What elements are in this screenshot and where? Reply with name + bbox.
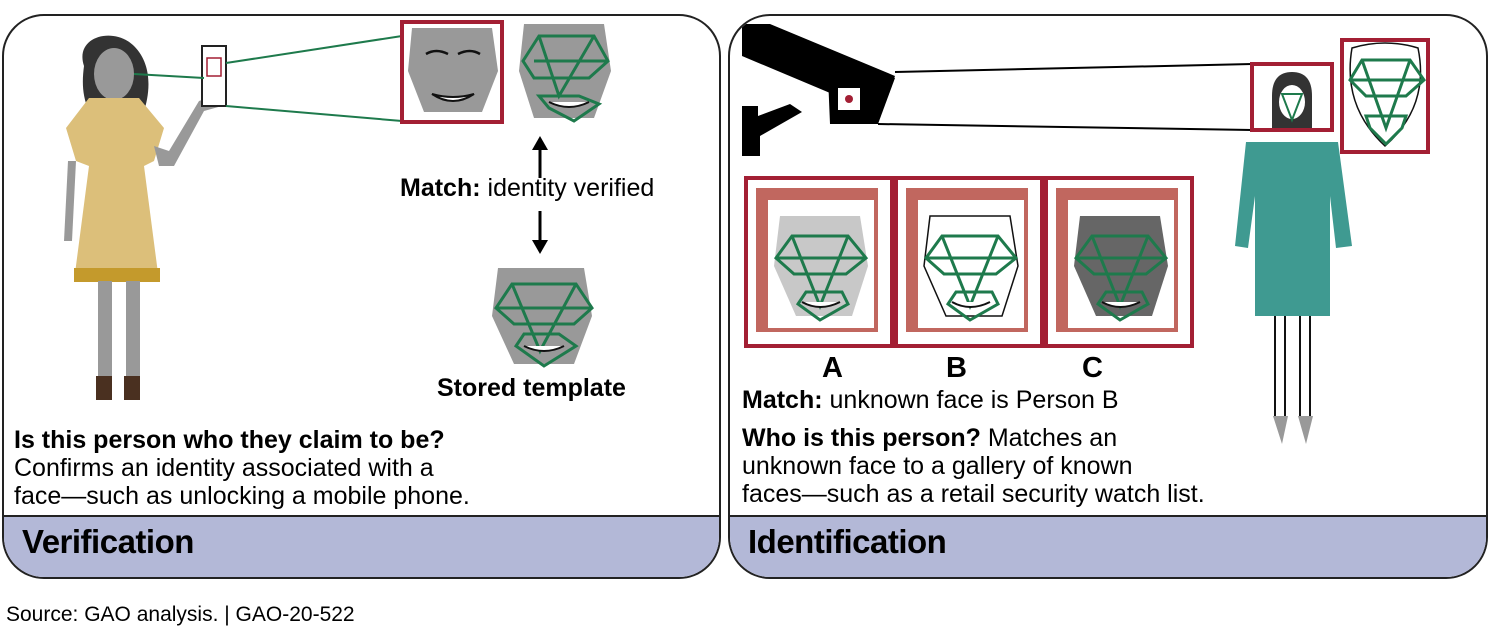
verification-question: Is this person who they claim to be? (14, 426, 445, 454)
captured-face-frame (400, 20, 504, 124)
identification-description-line2: unknown face to a gallery of known (742, 452, 1133, 480)
security-camera-icon (742, 24, 895, 156)
stored-template-label: Stored template (437, 374, 626, 402)
identification-question: Who is this person? (742, 424, 981, 452)
verification-illustration (64, 20, 611, 400)
woman-with-phone-illustration (64, 35, 227, 400)
verification-title: Verification (22, 523, 194, 560)
unknown-person-illustration (1235, 142, 1352, 444)
identification-title: Identification (748, 523, 947, 560)
gallery-item-a (744, 176, 894, 348)
captured-person-frame (1250, 62, 1334, 132)
gallery-label-b: B (946, 352, 967, 384)
match-arrows-icon (532, 136, 548, 254)
identification-match-text: Match: unknown face is Person B (742, 386, 1119, 414)
verification-description-line1: Confirms an identity associated with a (14, 454, 434, 482)
gallery-frames (744, 176, 1194, 348)
captured-face-closeup-frame (1340, 38, 1430, 154)
identification-description-line3: faces—such as a retail security watch li… (742, 480, 1205, 508)
gallery-item-c (1044, 176, 1194, 348)
gallery-label-a: A (822, 352, 843, 384)
verification-description-line2: face—such as unlocking a mobile phone. (14, 482, 470, 510)
landmark-face (519, 24, 611, 123)
identification-panel: A B C Match: unknown face is Person B Wh… (728, 14, 1488, 579)
verification-panel: Match: identity verified Stored template… (2, 14, 721, 579)
source-note: Source: GAO analysis. | GAO-20-522 (6, 603, 355, 626)
verification-match-text: Match: identity verified (400, 174, 655, 202)
gallery-label-c: C (1082, 352, 1103, 384)
identification-footer: Identification (730, 515, 1486, 577)
verification-footer: Verification (4, 515, 719, 577)
stored-template-face (492, 268, 594, 368)
identification-illustration (742, 24, 1430, 444)
identification-description-line1: Who is this person? Matches an (742, 424, 1118, 452)
gallery-item-b (894, 176, 1044, 348)
